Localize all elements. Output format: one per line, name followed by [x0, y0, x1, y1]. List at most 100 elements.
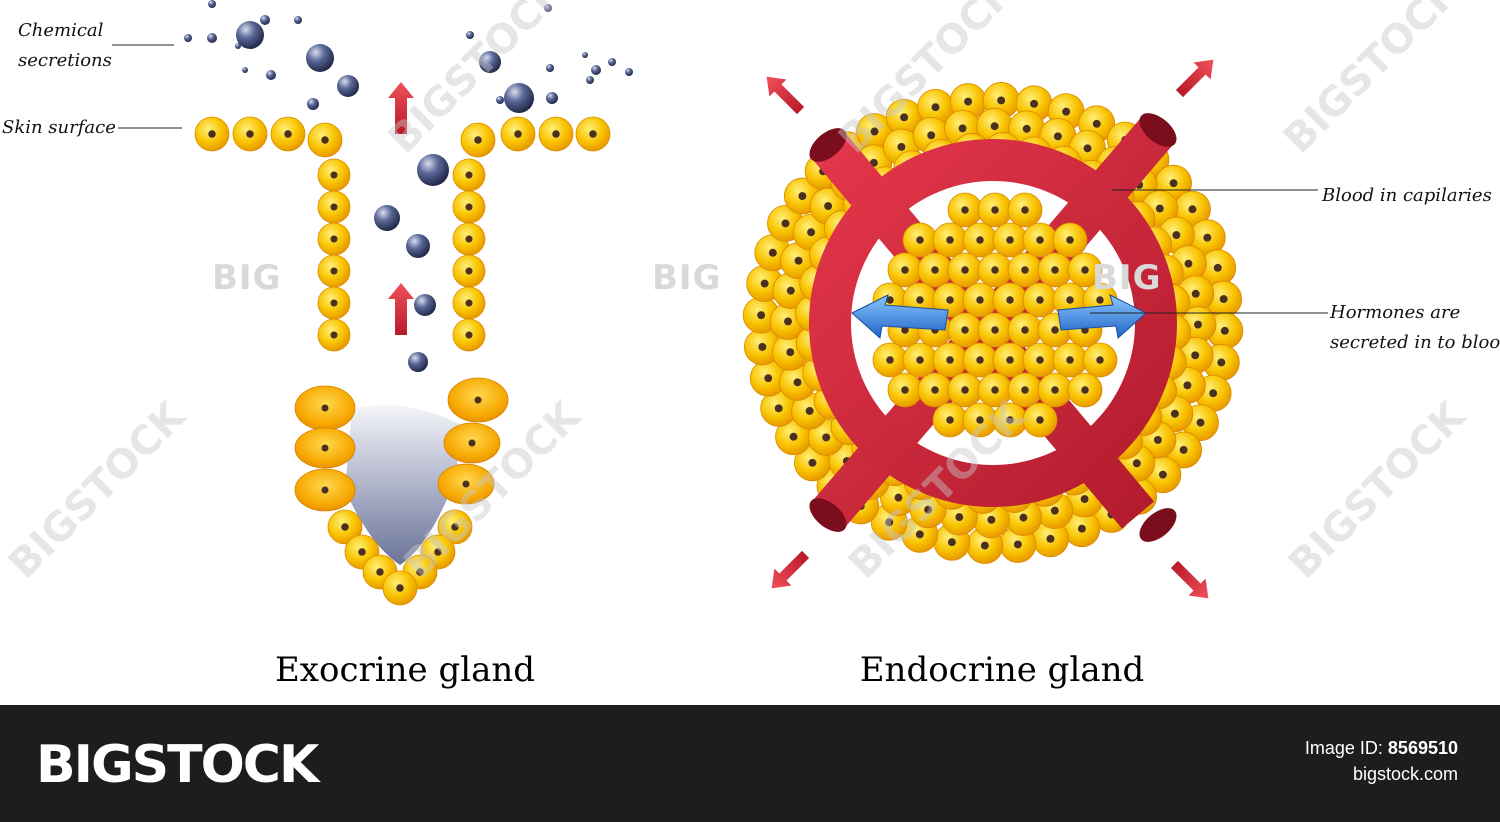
cell-nucleus	[474, 136, 482, 144]
cell-nucleus	[330, 203, 338, 211]
cell-nucleus	[1217, 358, 1226, 367]
cell-nucleus	[987, 515, 996, 524]
cell-nucleus	[916, 356, 924, 364]
cell-nucleus	[870, 127, 879, 136]
cell-nucleus	[330, 267, 338, 275]
cell-nucleus	[330, 299, 338, 307]
exocrine-lumen	[345, 405, 462, 565]
cell-nucleus	[465, 267, 473, 275]
label-blood-capillaries: Blood in capilaries	[1322, 185, 1492, 206]
outflow-arrow-tr	[1175, 59, 1214, 98]
cell-nucleus	[321, 404, 329, 412]
secretion-droplet	[208, 0, 216, 8]
cell-nucleus	[931, 103, 940, 112]
secretion-droplet	[406, 234, 430, 258]
cell-nucleus	[246, 130, 254, 138]
cell-nucleus	[916, 296, 924, 304]
cell-nucleus	[1132, 459, 1141, 468]
secretion-droplet	[544, 4, 552, 12]
cell-nucleus	[786, 348, 795, 357]
cell-nucleus	[1188, 205, 1197, 214]
cell-nucleus	[1213, 263, 1222, 272]
title-endocrine: Endocrine gland	[859, 650, 1145, 690]
hormone-arrow-left	[851, 294, 949, 339]
cell-nucleus	[1191, 289, 1200, 298]
cell-nucleus	[758, 342, 767, 351]
cell-nucleus	[946, 236, 954, 244]
cell-nucleus	[886, 296, 894, 304]
cell-nucleus	[1179, 445, 1188, 454]
brand-logo: BIGSTOCK	[36, 735, 319, 795]
cell-nucleus	[976, 296, 984, 304]
secretion-droplet	[306, 44, 334, 72]
cell-nucleus	[886, 356, 894, 364]
cell-nucleus	[1209, 389, 1218, 398]
cell-nucleus	[1021, 386, 1029, 394]
cell-nucleus	[774, 404, 783, 413]
cell-nucleus	[1036, 236, 1044, 244]
cell-nucleus	[1046, 534, 1055, 543]
cell-nucleus	[1053, 132, 1062, 141]
secretion-droplets	[184, 0, 633, 372]
image-id-row: Image ID: 8569510	[1305, 735, 1458, 761]
secretion-droplet	[307, 98, 319, 110]
cell-nucleus	[1184, 259, 1193, 268]
cell-nucleus	[1050, 506, 1059, 515]
site-url: bigstock.com	[1352, 764, 1458, 784]
cell-nucleus	[1021, 326, 1029, 334]
footer-bar: BIGSTOCK Image ID: 8569510 bigstock.com	[0, 705, 1500, 822]
cell-nucleus	[1013, 540, 1022, 549]
cell-nucleus	[946, 416, 954, 424]
image-id-value: 8569510	[1387, 738, 1458, 758]
secretion-droplet	[242, 67, 248, 73]
label-hormones-line1: Hormones are	[1330, 302, 1461, 323]
cell-nucleus	[330, 171, 338, 179]
cell-nucleus	[552, 130, 560, 138]
cell-nucleus	[1051, 266, 1059, 274]
cell-nucleus	[1196, 418, 1205, 427]
cell-nucleus	[885, 518, 894, 527]
cell-nucleus	[1006, 356, 1014, 364]
cell-nucleus	[976, 236, 984, 244]
cell-nucleus	[901, 266, 909, 274]
cell-nucleus	[474, 396, 482, 404]
cell-nucleus	[901, 326, 909, 334]
cell-nucleus	[1066, 236, 1074, 244]
cell-nucleus	[1092, 119, 1101, 128]
watermark-big-2: BIG	[652, 258, 722, 298]
cell-nucleus	[1062, 107, 1071, 116]
cell-nucleus	[789, 432, 798, 441]
cell-nucleus	[465, 331, 473, 339]
outflow-arrow-tl	[766, 76, 805, 115]
cell-nucleus	[1081, 386, 1089, 394]
cell-nucleus	[1219, 295, 1228, 304]
cell-nucleus	[1022, 124, 1031, 133]
cell-nucleus	[997, 96, 1006, 105]
image-id-label: Image ID:	[1304, 738, 1383, 758]
cell-nucleus	[465, 203, 473, 211]
cell-nucleus	[964, 97, 973, 106]
cell-nucleus	[897, 142, 906, 151]
cell-nucleus	[991, 206, 999, 214]
cell-nucleus	[1021, 266, 1029, 274]
secretion-droplet	[260, 15, 270, 25]
cell-nucleus	[961, 326, 969, 334]
cell-nucleus	[764, 374, 773, 383]
secretion-droplet	[582, 52, 588, 58]
cell-nucleus	[416, 568, 424, 576]
secretion-arrow-lower	[388, 283, 414, 335]
secretion-droplet	[479, 51, 501, 73]
cell-nucleus	[991, 266, 999, 274]
secretion-droplet	[591, 65, 601, 75]
cell-nucleus	[946, 296, 954, 304]
cell-nucleus	[976, 356, 984, 364]
cell-nucleus	[990, 122, 999, 131]
cell-nucleus	[927, 131, 936, 140]
cell-nucleus	[760, 279, 769, 288]
outflow-arrow-bl	[771, 550, 810, 589]
cell-nucleus	[824, 202, 833, 211]
cell-nucleus	[768, 248, 777, 257]
cell-nucleus	[991, 386, 999, 394]
secretion-droplet	[466, 31, 474, 39]
cell-nucleus	[321, 486, 329, 494]
